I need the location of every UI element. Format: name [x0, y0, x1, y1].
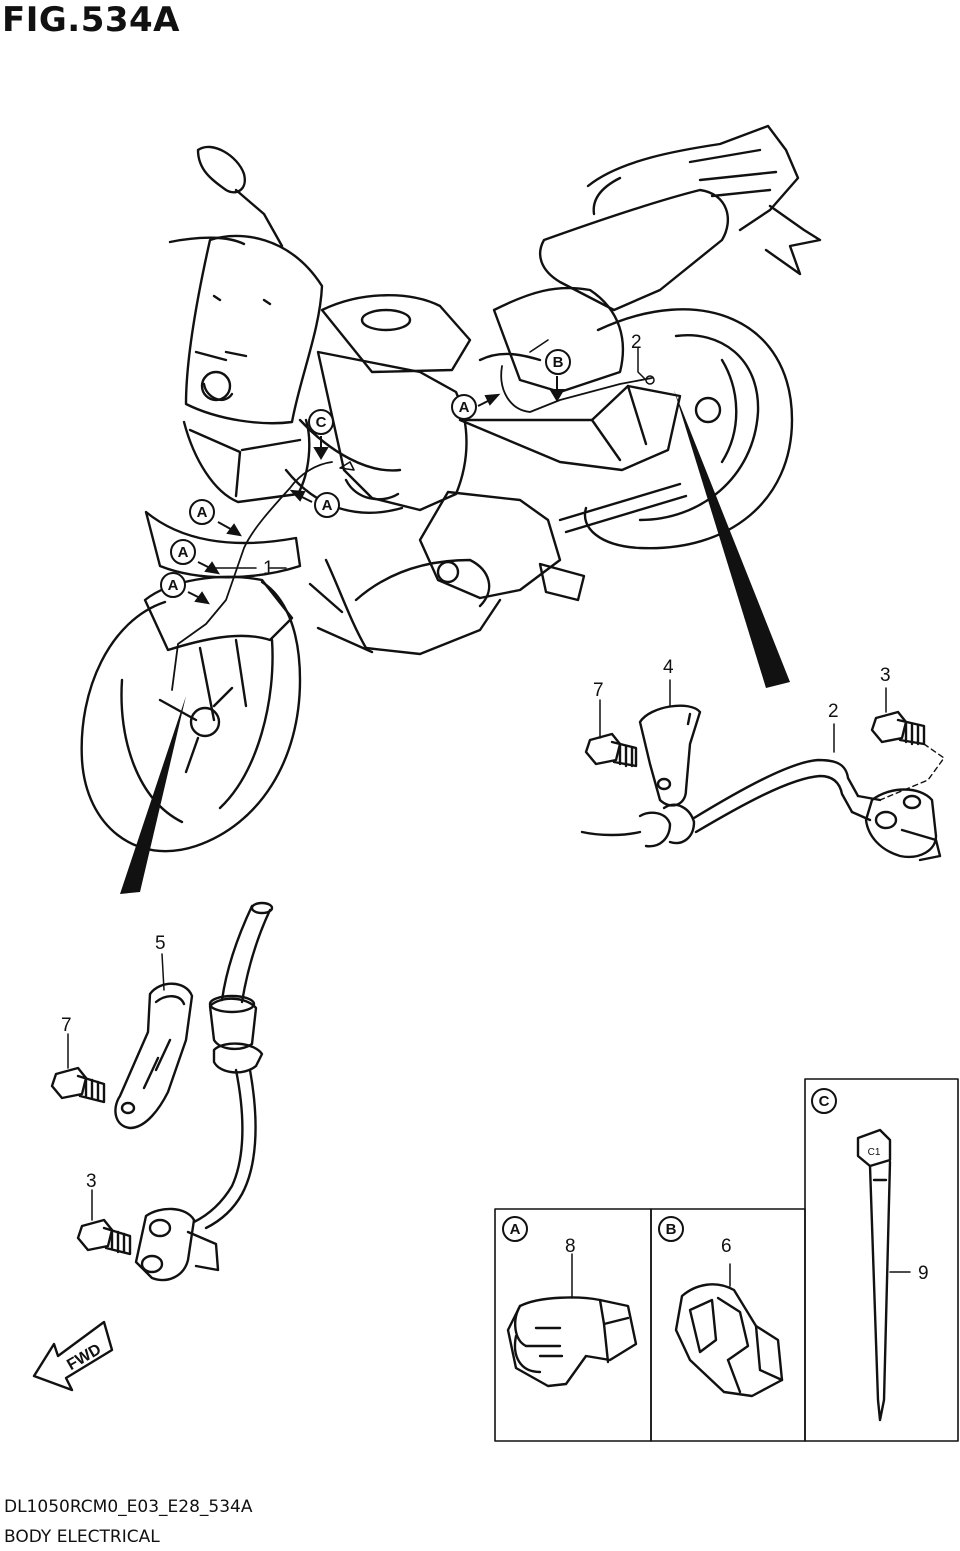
marker-a-circle: [502, 1216, 528, 1242]
callout-3: 3: [880, 665, 891, 686]
marker-c-label: C: [819, 1093, 830, 1110]
callout-5: 5: [155, 933, 166, 954]
front-sensor-detail: [50, 901, 274, 1282]
arrow-down-icon: [549, 376, 565, 402]
marker-c-label: C: [316, 414, 327, 431]
pointer-wedge-front: [120, 696, 186, 894]
marker-a-circle: [314, 492, 340, 518]
figure-title: FIG.534A: [2, 0, 180, 40]
rear-sensor-detail: [580, 679, 945, 862]
arrow-right-icon: [477, 393, 501, 407]
callout-6: 6: [721, 1236, 732, 1257]
motorcycle-overview: [80, 124, 822, 853]
marker-a-label: A: [459, 399, 470, 416]
marker-b-label: B: [666, 1221, 677, 1238]
marker-a-circle: [451, 394, 477, 420]
marker-a-label: A: [197, 504, 208, 521]
arrow-right-icon: [217, 521, 242, 537]
marker-c-circle: [308, 409, 334, 435]
callout-2: 2: [828, 701, 839, 722]
section-name: BODY ELECTRICAL: [4, 1527, 160, 1547]
marker-b-label: B: [553, 354, 564, 371]
diagram-code: DL1050RCM0_E03_E28_534A: [4, 1497, 253, 1517]
marker-a-label: A: [322, 497, 333, 514]
marker-a-label: A: [510, 1221, 521, 1238]
arrow-left-icon: [289, 489, 313, 503]
marker-a-circle: [160, 572, 186, 598]
clamp-6-drawing: [674, 1263, 784, 1398]
callout-3: 3: [86, 1171, 97, 1192]
tie-9-drawing: [856, 1128, 911, 1422]
callout-7: 7: [593, 680, 604, 701]
callout-1: 1: [263, 558, 274, 579]
marker-b-circle: [545, 349, 571, 375]
arrow-right-icon: [197, 561, 220, 575]
arrow-right-icon: [187, 591, 210, 605]
callout-7: 7: [61, 1015, 72, 1036]
marker-a-circle: [170, 539, 196, 565]
fwd-arrow-icon: [32, 1320, 114, 1392]
callout-8: 8: [565, 1236, 576, 1257]
callout-2: 2: [631, 332, 642, 353]
callout-4: 4: [663, 657, 674, 678]
marker-a-label: A: [168, 577, 179, 594]
marker-a-circle: [189, 499, 215, 525]
clamp-8-drawing: [506, 1253, 638, 1388]
marker-b-circle: [658, 1216, 684, 1242]
marker-c-circle: [811, 1088, 837, 1114]
pointer-wedge-rear: [674, 390, 790, 688]
callout-9: 9: [918, 1263, 929, 1284]
marker-a-label: A: [178, 544, 189, 561]
tie-tag-label: C1: [868, 1147, 881, 1158]
tie-c-box: [804, 1078, 959, 1442]
arrow-down-icon: [313, 436, 329, 460]
